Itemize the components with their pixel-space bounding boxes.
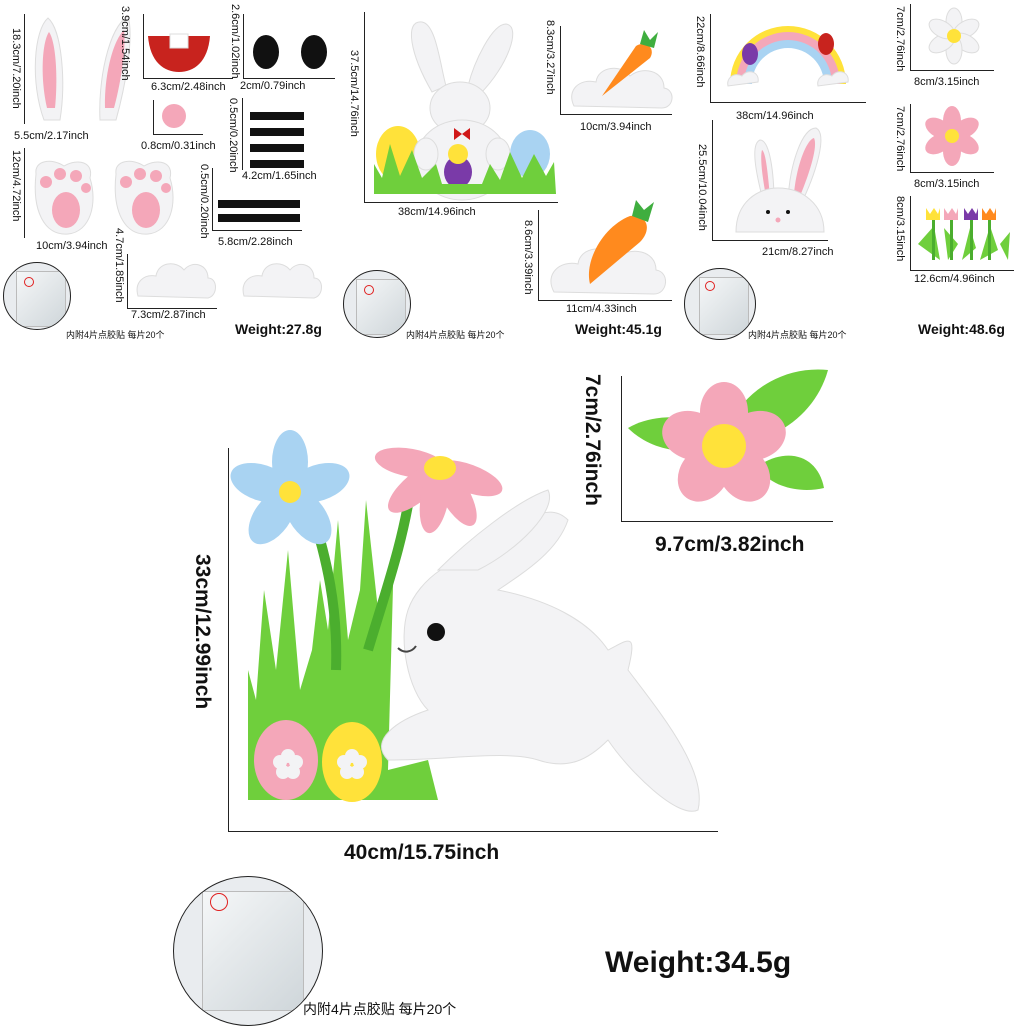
- weight-label: Weight:48.6g: [918, 321, 1005, 337]
- strips-a-width-label: 4.2cm/1.65inch: [242, 170, 317, 182]
- peek-height-axis: [712, 120, 713, 240]
- white-flower-image: [928, 7, 980, 65]
- mouth-height-label: 3.9cm/1.54inch: [119, 6, 131, 81]
- glue-note: 内附4片点胶贴 每片20个: [748, 330, 847, 340]
- pink-flower-width-axis: [910, 172, 994, 173]
- peek-width-axis: [712, 240, 828, 241]
- strips-b-width-label: 5.8cm/2.28inch: [218, 236, 293, 248]
- glue-dots-photo: [173, 876, 323, 1026]
- white-flower-width-axis: [910, 70, 994, 71]
- scene-width-label: 38cm/14.96inch: [398, 206, 476, 218]
- carrot-small-width-label: 10cm/3.94inch: [580, 121, 652, 133]
- white-flower-height-axis: [910, 4, 911, 70]
- whisker-strips-b-image: [218, 200, 300, 222]
- mouth-height-axis: [143, 14, 144, 78]
- jumping-bunny-width-label: 40cm/15.75inch: [344, 841, 500, 864]
- flower-height-label: 7cm/2.76inch: [581, 374, 604, 506]
- glue-note: 内附4片点胶贴 每片20个: [66, 330, 165, 340]
- cloud-width-axis: [127, 308, 217, 309]
- carrot-large-width-label: 11cm/4.33inch: [566, 303, 637, 315]
- rainbow-image: [727, 26, 849, 87]
- peek-bunny-image: [735, 127, 825, 233]
- pompom-axis: [153, 100, 154, 134]
- flower-width-axis: [621, 521, 833, 522]
- flower-height-axis: [621, 376, 622, 521]
- pompom-width-label: 0.8cm/0.31inch: [141, 140, 216, 152]
- pink-flower-image: [925, 106, 979, 166]
- pink-flower-height-label: 7cm/2.76inch: [894, 106, 906, 172]
- cloud-width-label: 7.3cm/2.87inch: [131, 309, 206, 321]
- glue-dots-photo: [343, 270, 411, 338]
- jumping-bunny-height-axis: [228, 448, 229, 831]
- strips-b-height-label: 0.5cm/0.20inch: [198, 164, 210, 239]
- bunny-scene-image: [374, 21, 556, 201]
- tulips-image: [918, 208, 1010, 260]
- carrot-small-height-label: 8.3cm/3.27inch: [544, 20, 556, 95]
- strips-b-axis-b: [212, 230, 302, 231]
- pompom-axis-b: [153, 134, 203, 135]
- glue-dots-photo: [3, 262, 71, 330]
- pink-flower-large-image: [628, 369, 828, 502]
- paws-width-label: 10cm/3.94inch: [36, 240, 108, 252]
- carrot-small-image: [571, 30, 673, 109]
- carrot-large-image: [550, 200, 666, 295]
- ears-height-axis: [24, 14, 25, 124]
- paws-height-axis: [24, 148, 25, 238]
- weight-label: Weight:34.5g: [605, 946, 792, 979]
- weight-label: Weight:45.1g: [575, 321, 662, 337]
- bunny-ears-image: [34, 15, 131, 121]
- ears-height-label: 18.3cm/7.20inch: [10, 28, 22, 109]
- peek-width-label: 21cm/8.27inch: [762, 246, 834, 258]
- flower-width-label: 9.7cm/3.82inch: [655, 533, 805, 556]
- white-flower-height-label: 7cm/2.76inch: [894, 6, 906, 72]
- scene-height-label: 37.5cm/14.76inch: [348, 50, 360, 137]
- pink-flower-height-axis: [910, 104, 911, 172]
- eyes-height-label: 2.6cm/1.02inch: [229, 4, 241, 79]
- rainbow-width-label: 38cm/14.96inch: [736, 110, 814, 122]
- glue-note: 内附4片点胶贴 每片20个: [303, 1001, 457, 1017]
- glue-dots-photo: [684, 268, 756, 340]
- strips-a-axis: [242, 98, 243, 170]
- eyes-height-axis: [243, 14, 244, 78]
- cloud-height-axis: [127, 254, 128, 308]
- jumping-bunny-height-label: 33cm/12.99inch: [191, 554, 214, 710]
- carrot-large-width-axis: [538, 300, 672, 301]
- cloud-height-label: 4.7cm/1.85inch: [113, 228, 125, 303]
- scene-height-axis: [364, 12, 365, 202]
- pompom-image: [162, 104, 186, 128]
- carrot-small-width-axis: [560, 114, 672, 115]
- tulips-height-label: 8cm/3.15inch: [894, 196, 906, 262]
- cloud-pieces-image: [136, 263, 322, 299]
- ears-width-label: 5.5cm/2.17inch: [14, 130, 89, 142]
- pink-flower-width-label: 8cm/3.15inch: [914, 178, 980, 190]
- strips-b-axis: [212, 168, 213, 230]
- rainbow-width-axis: [710, 102, 866, 103]
- carrot-small-height-axis: [560, 26, 561, 114]
- paws-height-label: 12cm/4.72inch: [10, 150, 22, 222]
- scene-width-axis: [364, 202, 558, 203]
- eyes-width-axis: [243, 78, 335, 79]
- peek-height-label: 25.5cm/10.04inch: [696, 144, 708, 231]
- tulips-height-axis: [910, 196, 911, 270]
- bunny-paws-image: [34, 160, 174, 235]
- carrot-large-height-axis: [538, 210, 539, 300]
- carrot-large-height-label: 8.6cm/3.39inch: [522, 220, 534, 295]
- bunny-eyes-image: [253, 35, 327, 69]
- eyes-width-label: 2cm/0.79inch: [240, 80, 306, 92]
- mouth-width-label: 6.3cm/2.48inch: [151, 81, 226, 93]
- strips-a-height-label: 0.5cm/0.20inch: [227, 98, 239, 173]
- glue-note: 内附4片点胶贴 每片20个: [406, 330, 505, 340]
- bunny-mouth-image: [148, 33, 210, 72]
- weight-label: Weight:27.8g: [235, 321, 322, 337]
- tulips-width-axis: [910, 270, 1014, 271]
- white-flower-width-label: 8cm/3.15inch: [914, 76, 980, 88]
- jumping-bunny-image: [230, 430, 700, 812]
- rainbow-height-label: 22cm/8.66inch: [694, 16, 706, 88]
- jumping-bunny-width-axis: [228, 831, 718, 832]
- mouth-width-axis: [143, 78, 233, 79]
- whisker-strips-a-image: [250, 112, 304, 168]
- rainbow-height-axis: [710, 14, 711, 102]
- tulips-width-label: 12.6cm/4.96inch: [914, 273, 995, 285]
